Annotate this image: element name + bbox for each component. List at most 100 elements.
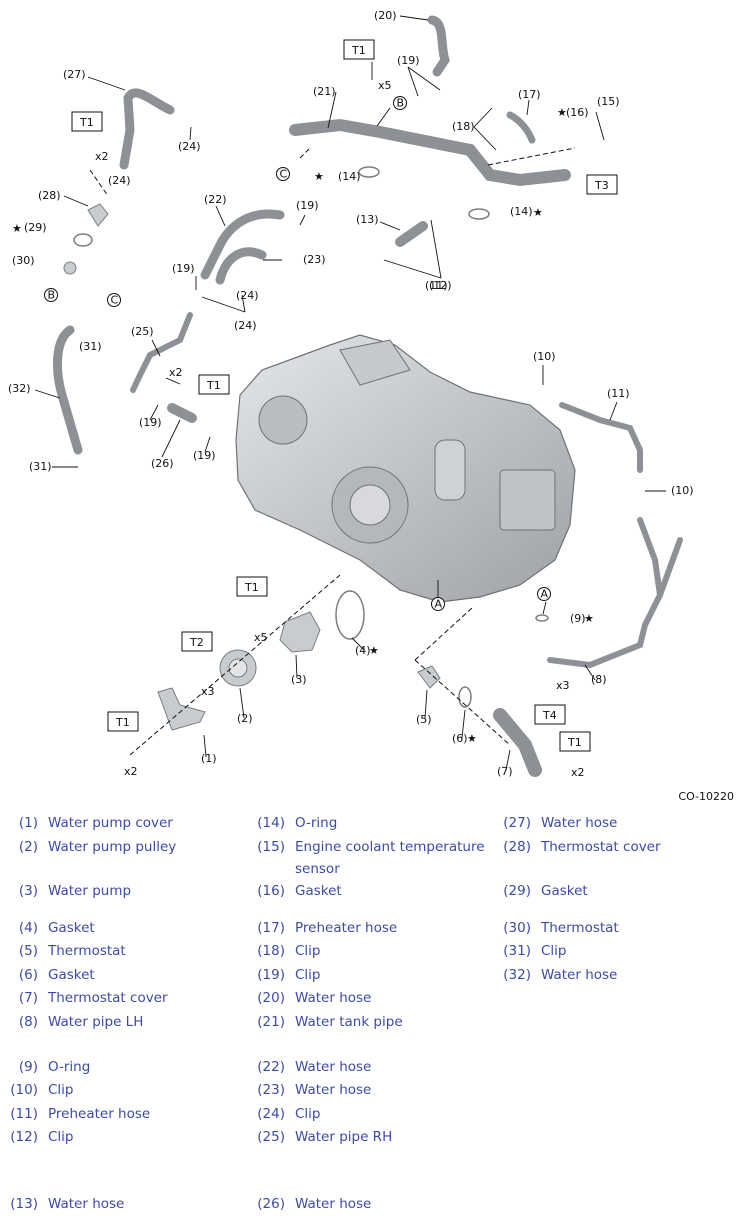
water-pipe-rh-25 [130, 312, 193, 393]
reference-mark [107, 293, 121, 307]
legend-item-name: Water pipe LH [48, 1014, 144, 1030]
replace-part-star: ★ [467, 732, 477, 745]
legend-item: (14)O-ring [247, 812, 492, 834]
legend-item-number: (22) [257, 1059, 285, 1075]
engine-block [235, 334, 576, 603]
water-pipe-lh-8 [547, 517, 664, 669]
o-ring-9 [535, 614, 549, 622]
torque-box [534, 704, 566, 725]
legend-item-number: (30) [503, 920, 531, 936]
legend-item: (32)Water hose [493, 964, 738, 986]
callout-13: (13) [356, 213, 379, 226]
legend-item-name: Preheater hose [48, 1106, 151, 1122]
legend-item: (13)Water hose [0, 1193, 245, 1215]
replace-part-star: ★ [533, 206, 543, 219]
parts-drawings [53, 15, 683, 777]
legend-item-name: Water pump pulley [48, 839, 177, 855]
legend-item: (30) Thermostat [493, 917, 738, 939]
quantity-x5: x5 [254, 631, 268, 644]
callout-24-repeat: (24) [108, 174, 131, 187]
torque-box [236, 576, 268, 597]
preheater-hose-17 [506, 111, 536, 144]
legend-item-number: (9) [18, 1059, 38, 1075]
legend-item: (17) Preheater hose [247, 917, 492, 939]
callout-10: (10) [533, 350, 556, 363]
callout-4: (4) [355, 644, 371, 657]
legend-item-number: (29) [503, 883, 531, 899]
callout-9: (9) [570, 612, 586, 625]
legend-item-number: (5) [18, 943, 38, 959]
legend-item: (25)Water pipe RH [247, 1126, 492, 1148]
legend-item: (29) Gasket [493, 880, 738, 902]
callout-17: (17) [518, 88, 541, 101]
callout-20: (20) [374, 9, 397, 22]
callout-1: (1) [201, 752, 217, 765]
legend-item-name: Water hose [295, 1196, 372, 1212]
water-hose-23 [215, 247, 267, 285]
gasket-4 [335, 590, 365, 640]
torque-label-T1: T1 [567, 736, 582, 749]
legend-item-name: Clip [541, 943, 567, 959]
callout-labels: (1)(2)(3)(4)(5)(6)(7)(8)(9)(10)(11)(12)(… [8, 9, 694, 778]
legend-item: (5) Thermostat [0, 940, 245, 962]
legend-item-name: Gasket [541, 883, 588, 899]
legend-item-name: Clip [295, 943, 321, 959]
gasket-29 [73, 233, 93, 247]
callout-19-repeat: (19) [296, 199, 319, 212]
legend-item-number: (17) [257, 920, 285, 936]
legend-item: (21)Water tank pipe [247, 1011, 492, 1033]
legend-item: (2)Water pump pulley [0, 836, 245, 858]
water-hose-32 [53, 325, 83, 455]
torque-label-T1: T1 [79, 116, 94, 129]
legend-item-number: (24) [257, 1106, 285, 1122]
legend-item: (6)Gasket [0, 964, 245, 986]
quantity-x5: x5 [378, 79, 392, 92]
figure-id: CO-10220 [678, 790, 734, 803]
water-hose-22 [200, 209, 285, 280]
callout-26: (26) [151, 457, 174, 470]
legend-item-name: Thermostat [541, 920, 619, 936]
reference-mark-A: A [435, 598, 443, 611]
legend-item-number: (27) [503, 815, 531, 831]
quantity-x2: x2 [124, 765, 138, 778]
torque-box [343, 39, 375, 60]
water-hose-27 [119, 88, 175, 170]
dash-lines [89, 147, 576, 756]
legend-item: (10)Clip [0, 1079, 245, 1101]
legend-item-number: (23) [257, 1082, 285, 1098]
callout-5: (5) [416, 713, 432, 726]
torque-label-T1: T1 [244, 581, 259, 594]
legend-item: (31)Clip [493, 940, 738, 962]
legend-item-name: O-ring [295, 815, 338, 831]
callout-24-repeat: (24) [236, 289, 259, 302]
callout-24: (24) [234, 319, 257, 332]
quantity-x3: x3 [201, 685, 215, 698]
replace-part-star: ★ [12, 222, 22, 235]
torque-box [586, 174, 618, 195]
legend-item-name: Water hose [295, 990, 372, 1006]
legend-item: (27)Water hose [493, 812, 738, 834]
legend-item: (12)Clip [0, 1126, 245, 1148]
legend-item-name: Water hose [295, 1059, 372, 1075]
legend-item-name: Water tank pipe [295, 1014, 403, 1030]
callout-21: (21) [313, 85, 336, 98]
thermostat-30 [63, 261, 77, 275]
callout-2: (2) [237, 712, 253, 725]
replace-part-star: ★ [369, 644, 379, 657]
legend-item-number: (11) [10, 1106, 38, 1122]
legend-item-name: Water hose [295, 1082, 372, 1098]
callout-25: (25) [131, 325, 154, 338]
reference-mark [537, 587, 551, 601]
thermostat-5 [417, 665, 441, 689]
legend-item-name: Water hose [48, 1196, 125, 1212]
legend-item-name: Preheater hose [295, 920, 398, 936]
callout-19-repeat: (19) [193, 449, 216, 462]
torque-box [559, 731, 591, 752]
replace-part-star: ★ [557, 106, 567, 119]
legend-item-name: Clip [295, 967, 321, 983]
legend-item-name: Thermostat [48, 943, 126, 959]
callout-31: (31) [79, 340, 102, 353]
callout-3: (3) [291, 673, 307, 686]
thermostat-cover-28 [87, 203, 109, 227]
legend-item-number: (15) [257, 839, 285, 855]
